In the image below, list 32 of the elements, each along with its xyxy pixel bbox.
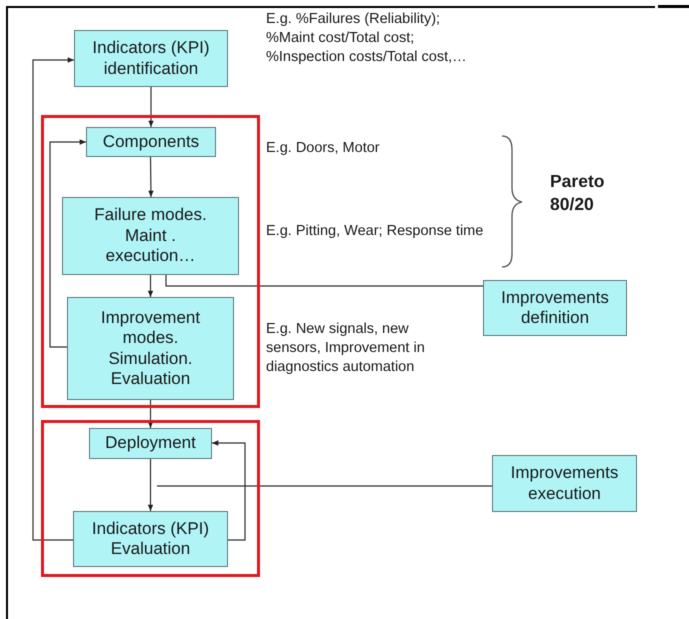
- box-label: Deployment: [105, 433, 196, 454]
- group-frame: [41, 115, 260, 408]
- process-box: [483, 280, 627, 336]
- process-box: [67, 297, 234, 400]
- example-note: E.g. Doors, Motor: [266, 139, 381, 158]
- process-box: [86, 127, 216, 157]
- example-note: E.g. New signals, new sensors, Improvement in diagnostics automation: [266, 320, 426, 377]
- example-note: E.g. Pitting, Wear; Response time: [266, 222, 484, 241]
- arrow: [148, 459, 154, 511]
- arrow: [32, 57, 74, 541]
- box-label: Indicators (KPI) Evaluation: [90, 518, 210, 560]
- process-box: [89, 428, 212, 459]
- side-note: Pareto 80/20: [550, 170, 606, 216]
- arrow: [49, 139, 86, 348]
- box-label: Improvement modes. Simulation. Evaluation: [100, 308, 202, 390]
- process-box: [74, 30, 228, 87]
- box-label: Components: [102, 132, 200, 152]
- box-label: Improvements execution: [510, 463, 620, 504]
- arrow: [148, 157, 154, 197]
- arrow: [148, 87, 154, 127]
- box-label: Indicators (KPI) identification: [91, 38, 211, 79]
- leader-line: [157, 485, 492, 487]
- arrow: [148, 275, 154, 297]
- example-note: E.g. %Failures (Reliability); %Maint cost/Total cost; %Inspection costs/Total cost,…: [266, 10, 468, 67]
- group-frame: [41, 420, 260, 577]
- arrow: [212, 440, 246, 541]
- box-label: Failure modes. Maint . execution…: [93, 205, 208, 267]
- arrow: [148, 400, 154, 428]
- process-box: [62, 197, 239, 275]
- box-label: Improvements definition: [500, 288, 610, 328]
- process-box: [492, 455, 637, 512]
- process-box: [73, 511, 228, 567]
